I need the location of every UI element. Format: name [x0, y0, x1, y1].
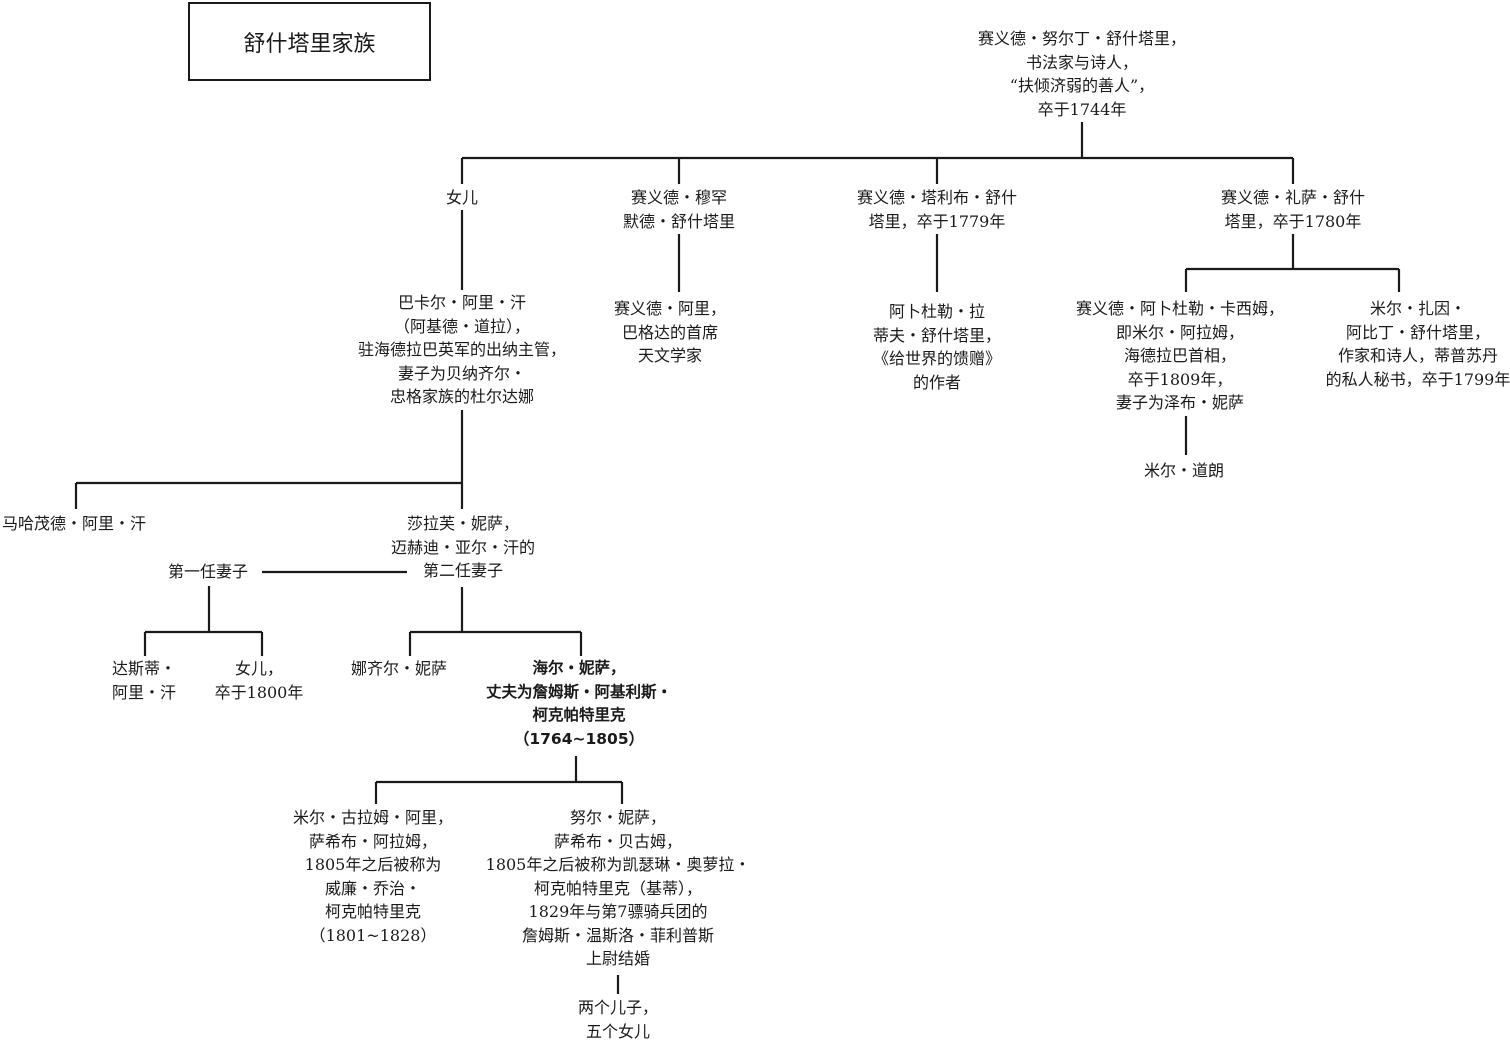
node-first-wife: 第一任妻子 — [168, 560, 248, 584]
node-bakir-ali-khan: 巴卡尔・阿里・汗（阿基德・道拉），驻海德拉巴英军的出纳主管，妻子为贝纳齐尔・忠格… — [358, 291, 566, 409]
node-text-line: 萨希布・贝古姆， — [486, 830, 751, 854]
node-text-line: 莎拉芙・妮萨， — [391, 512, 535, 536]
node-text-line: 柯克帕特里克 — [486, 704, 672, 728]
node-text-line: 上尉结婚 — [486, 947, 751, 971]
node-text-line: 赛义德・阿里， — [614, 297, 726, 321]
node-abdul-latif: 阿卜杜勒・拉蒂夫・舒什塔里，《给世界的馈赠》的作者 — [873, 300, 1001, 394]
node-text-line: 塔里，卒于1780年 — [1221, 210, 1365, 234]
node-text-line: 阿比丁・舒什塔里， — [1326, 321, 1510, 345]
node-text-line: 米尔・扎因・ — [1326, 297, 1510, 321]
node-text-line: 驻海德拉巴英军的出纳主管， — [358, 338, 566, 362]
node-text-line: 阿里・汗 — [112, 681, 176, 705]
node-text-line: 赛义德・礼萨・舒什 — [1221, 186, 1365, 210]
node-text-line: 丈夫为詹姆斯・阿基利斯・ — [486, 681, 672, 705]
node-text-line: 1805年之后被称为凯瑟琳・奥萝拉・ — [486, 853, 751, 877]
node-abdul-qasim: 赛义德・阿卜杜勒・卡西姆，即米尔・阿拉姆，海德拉巴首相，卒于1809年，妻子为泽… — [1076, 297, 1284, 415]
node-text-line: 蒂夫・舒什塔里， — [873, 324, 1001, 348]
node-text-line: 卒于1800年 — [215, 681, 304, 705]
node-text-line: 女儿 — [446, 186, 478, 210]
node-text-line: 米尔・道朗 — [1144, 459, 1224, 483]
node-text-line: 《给世界的馈赠》 — [873, 347, 1001, 371]
node-text-line: 达斯蒂・ — [112, 657, 176, 681]
node-text-line: 的作者 — [873, 371, 1001, 395]
node-text-line: 海尔・妮萨， — [486, 657, 672, 681]
node-text-line: 柯克帕特里克 — [293, 900, 453, 924]
node-text-line: （1801~1828） — [293, 924, 453, 948]
node-text-line: 巴卡尔・阿里・汗 — [358, 291, 566, 315]
node-sayyid-riza: 赛义德・礼萨・舒什塔里，卒于1780年 — [1221, 186, 1365, 233]
node-text-line: 赛义德・穆罕 — [623, 186, 735, 210]
node-khair-nisa: 海尔・妮萨，丈夫为詹姆斯・阿基利斯・柯克帕特里克（1764~1805） — [486, 657, 672, 751]
node-text-line: 两个儿子， — [578, 996, 658, 1020]
node-mir-dauran: 米尔・道朗 — [1144, 459, 1224, 483]
node-text-line: 马哈茂德・阿里・汗 — [2, 512, 146, 536]
node-text-line: 威廉・乔治・ — [293, 877, 453, 901]
node-text-line: 即米尔・阿拉姆， — [1076, 321, 1284, 345]
node-text-line: 柯克帕特里克（基蒂）， — [486, 877, 751, 901]
node-text-line: 女儿， — [215, 657, 304, 681]
node-text-line: 巴格达的首席 — [614, 321, 726, 345]
node-mir-zain: 米尔・扎因・阿比丁・舒什塔里，作家和诗人，蒂普苏丹的私人秘书，卒于1799年 — [1326, 297, 1510, 391]
node-text-line: 萨希布・阿拉姆， — [293, 830, 453, 854]
node-text-line: 娜齐尔・妮萨 — [351, 657, 447, 681]
node-text-line: 詹姆斯・温斯洛・菲利普斯 — [486, 924, 751, 948]
node-text-line: 书法家与诗人， — [978, 51, 1186, 75]
node-children: 两个儿子，五个女儿 — [578, 996, 658, 1043]
node-text-line: 第二任妻子 — [391, 559, 535, 583]
node-root: 赛义德・努尔丁・舒什塔里，书法家与诗人，“扶倾济弱的善人”，卒于1744年 — [978, 27, 1186, 121]
node-text-line: 赛义德・阿卜杜勒・卡西姆， — [1076, 297, 1284, 321]
node-text-line: “扶倾济弱的善人”， — [978, 74, 1186, 98]
node-text-line: 默德・舒什塔里 — [623, 210, 735, 234]
node-mir-ghulam-ali: 米尔・古拉姆・阿里，萨希布・阿拉姆，1805年之后被称为威廉・乔治・柯克帕特里克… — [293, 806, 453, 947]
node-text-line: 的私人秘书，卒于1799年 — [1326, 368, 1510, 392]
node-sayyid-muhammad: 赛义德・穆罕默德・舒什塔里 — [623, 186, 735, 233]
node-nazir-nisa: 娜齐尔・妮萨 — [351, 657, 447, 681]
node-text-line: 米尔・古拉姆・阿里， — [293, 806, 453, 830]
node-daughter: 女儿 — [446, 186, 478, 210]
node-sayyid-talib: 赛义德・塔利布・舒什塔里，卒于1779年 — [857, 186, 1017, 233]
node-noor-nisa: 努尔・妮萨，萨希布・贝古姆，1805年之后被称为凯瑟琳・奥萝拉・柯克帕特里克（基… — [486, 806, 751, 971]
node-text-line: （1764~1805） — [486, 728, 672, 752]
node-mahmud-ali-khan: 马哈茂德・阿里・汗 — [2, 512, 146, 536]
node-text-line: 卒于1744年 — [978, 98, 1186, 122]
node-text-line: 五个女儿 — [578, 1020, 658, 1043]
node-text-line: 迈赫迪・亚尔・汗的 — [391, 536, 535, 560]
node-text-line: 妻子为贝纳齐尔・ — [358, 362, 566, 386]
node-text-line: 1829年与第7骠骑兵团的 — [486, 900, 751, 924]
node-sayyid-ali: 赛义德・阿里，巴格达的首席天文学家 — [614, 297, 726, 368]
node-text-line: 努尔・妮萨， — [486, 806, 751, 830]
node-text-line: 赛义德・塔利布・舒什 — [857, 186, 1017, 210]
node-text-line: 1805年之后被称为 — [293, 853, 453, 877]
node-text-line: 塔里，卒于1779年 — [857, 210, 1017, 234]
node-text-line: 海德拉巴首相， — [1076, 344, 1284, 368]
node-daughter-1800: 女儿，卒于1800年 — [215, 657, 304, 704]
node-text-line: 忠格家族的杜尔达娜 — [358, 385, 566, 409]
node-text-line: 第一任妻子 — [168, 560, 248, 584]
node-dasti-ali-khan: 达斯蒂・阿里・汗 — [112, 657, 176, 704]
node-text-line: 天文学家 — [614, 344, 726, 368]
diagram-title: 舒什塔里家族 — [188, 2, 431, 81]
node-text-line: 赛义德・努尔丁・舒什塔里， — [978, 27, 1186, 51]
node-sharaf-nisa: 莎拉芙・妮萨，迈赫迪・亚尔・汗的第二任妻子 — [391, 512, 535, 583]
node-text-line: （阿基德・道拉）， — [358, 315, 566, 339]
node-text-line: 阿卜杜勒・拉 — [873, 300, 1001, 324]
node-text-line: 卒于1809年， — [1076, 368, 1284, 392]
node-text-line: 妻子为泽布・妮萨 — [1076, 391, 1284, 415]
node-text-line: 作家和诗人，蒂普苏丹 — [1326, 344, 1510, 368]
